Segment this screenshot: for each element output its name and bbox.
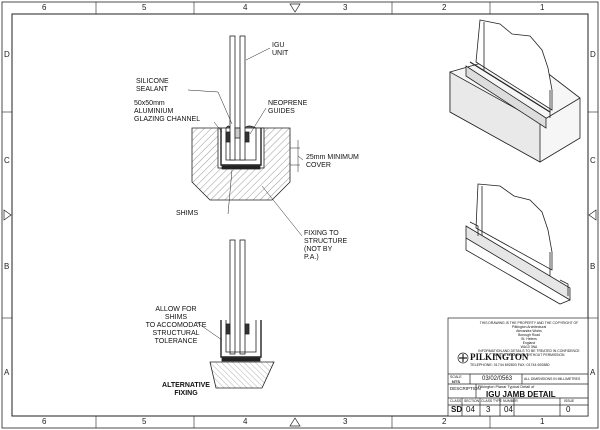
header-section: SECTION <box>464 399 480 403</box>
column-label: 4 <box>243 417 248 426</box>
section-detail-lower <box>195 239 275 389</box>
isometric-view-upper <box>449 19 581 163</box>
description-label: DESCRIPTION <box>450 386 481 391</box>
drawing-number: 03/02/0563 <box>482 376 513 382</box>
label-minimum-cover: 25mm MINIMUM COVER <box>306 154 359 169</box>
row-label: D <box>590 50 596 59</box>
value-issue: 0 <box>566 405 571 414</box>
label-fixing-to-structure: FIXING TO STRUCTURE (NOT BY P.A.) <box>304 230 348 261</box>
column-label: 2 <box>442 417 447 426</box>
value-section: 04 <box>466 405 475 414</box>
copyright-note: THIS DRAWING IS THE PROPERTY AND THE COP… <box>478 321 580 357</box>
drawing-title: IGU JAMB DETAIL <box>486 390 556 399</box>
label-shims: SHIMS <box>176 210 199 217</box>
row-label: C <box>4 156 10 165</box>
units-note: ALL DIMENSIONS IN MILLIMETRES <box>524 377 581 381</box>
column-label: 1 <box>540 3 545 12</box>
column-label: 3 <box>343 417 348 426</box>
description-sub: Pilkington Planar Typical Detail of <box>478 385 535 389</box>
label-igu-unit: IGU UNIT <box>272 42 289 57</box>
row-label: C <box>590 156 596 165</box>
row-label: D <box>4 50 10 59</box>
row-label: B <box>590 262 596 271</box>
column-label: 5 <box>142 417 147 426</box>
row-label: B <box>4 262 10 271</box>
column-label: 3 <box>343 3 348 12</box>
scale-label: SCALE <box>450 375 462 379</box>
company-name: PILKINGTON <box>470 352 529 362</box>
section-detail-upper <box>187 35 304 237</box>
column-label: 6 <box>42 3 47 12</box>
value-class-type: 3 <box>486 405 491 414</box>
label-glazing-channel: 50x50mm ALUMINIUM GLAZING CHANNEL <box>134 100 201 123</box>
column-label: 1 <box>540 417 545 426</box>
label-alternative-fixing: ALTERNATIVE FIXING <box>162 382 210 397</box>
row-label: A <box>4 368 10 377</box>
header-class-type: CLASS TYPE <box>481 399 502 403</box>
title-block-frame <box>447 317 589 417</box>
column-label: 2 <box>442 3 447 12</box>
label-allow-for-shims: ALLOW FOR SHIMS TO ACCOMODATE STRUCTURAL… <box>145 306 207 345</box>
header-class: CLASS <box>450 399 462 403</box>
scale-value: NTS <box>452 379 460 384</box>
value-number: 04 <box>504 405 513 414</box>
telephone: TELEPHONE: 01744 692803 FAX: 01744 69288… <box>470 363 550 367</box>
isometric-view-lower <box>465 183 571 305</box>
column-label: 6 <box>42 417 47 426</box>
header-issue: ISSUE <box>564 399 575 403</box>
column-label: 5 <box>142 3 147 12</box>
column-label: 4 <box>243 3 248 12</box>
row-label: A <box>590 368 596 377</box>
label-silicone-sealant: SILICONE SEALANT <box>136 78 169 93</box>
label-neoprene-guides: NEOPRENE GUIDES <box>268 100 308 115</box>
value-class: SD <box>451 405 463 414</box>
header-number: NUMBER <box>503 399 518 403</box>
